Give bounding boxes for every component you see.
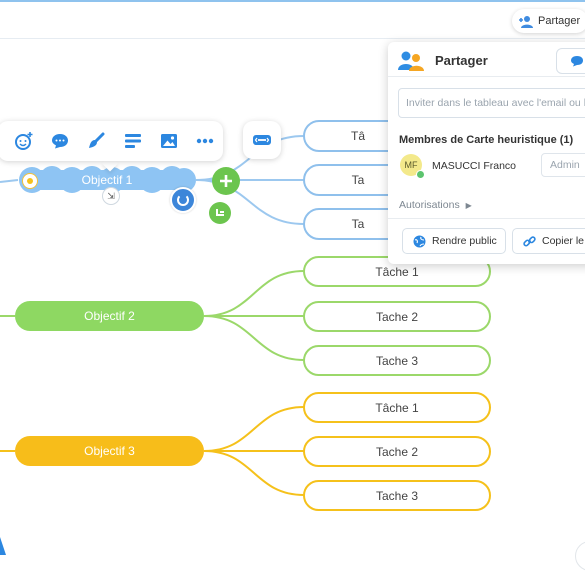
task-label: Tache 2 xyxy=(375,309,419,324)
corner-decoration xyxy=(0,537,6,555)
chat-button[interactable] xyxy=(556,48,585,74)
objective-label: Objectif 3 xyxy=(84,444,135,458)
globe-icon xyxy=(413,235,426,247)
online-status-dot xyxy=(416,170,425,179)
move-handle[interactable]: ⇲ xyxy=(102,187,120,205)
objective-node-2[interactable]: Objectif 2 xyxy=(15,301,204,331)
task-label: Tache 2 xyxy=(375,444,419,459)
task-label: Tâche 1 xyxy=(375,400,419,415)
panel-title: Partager xyxy=(435,53,488,68)
image-icon[interactable] xyxy=(155,127,183,155)
add-user-icon xyxy=(519,15,533,28)
task-label: Ta xyxy=(351,173,365,187)
chain-link-icon xyxy=(523,235,536,247)
more-icon[interactable] xyxy=(191,127,219,155)
make-public-button[interactable]: Rendre public xyxy=(402,228,506,254)
task-node[interactable]: Tache 2 xyxy=(303,436,491,467)
link-button[interactable] xyxy=(243,121,281,159)
chat-icon xyxy=(571,56,583,67)
invite-placeholder: Inviter dans le tableau avec l'email ou … xyxy=(406,97,585,109)
member-name: MASUCCI Franco xyxy=(432,160,517,172)
avatar-initials: MF xyxy=(404,160,418,170)
task-label: Tâ xyxy=(350,129,365,143)
copy-link-button[interactable]: Copier le xyxy=(512,228,585,254)
role-value: Admin xyxy=(550,159,580,171)
add-sibling-button[interactable] xyxy=(209,202,231,224)
chevron-right-icon: ▶ xyxy=(465,201,472,210)
objective-label: Objectif 2 xyxy=(84,309,135,323)
share-button-label: Partager xyxy=(538,15,581,27)
add-sibling-icon xyxy=(216,209,224,216)
task-label: Tache 3 xyxy=(375,488,419,503)
rotate-icon xyxy=(177,194,189,206)
task-node[interactable]: Tache 3 xyxy=(303,345,491,376)
task-label: Tache 3 xyxy=(375,353,419,368)
plus-icon xyxy=(220,175,232,187)
link-icon xyxy=(253,135,271,145)
task-node[interactable]: Tache 2 xyxy=(303,301,491,332)
permissions-toggle[interactable]: Autorisations ▶ xyxy=(399,199,472,211)
users-icon xyxy=(398,51,424,71)
task-label: Ta xyxy=(351,217,365,231)
share-panel: Partager Inviter dans le tableau avec l'… xyxy=(388,42,585,264)
make-public-label: Rendre public xyxy=(432,235,497,247)
objective-node-3[interactable]: Objectif 3 xyxy=(15,436,204,466)
task-node[interactable]: Tache 3 xyxy=(303,480,491,511)
emoji-add-icon[interactable] xyxy=(10,127,38,155)
resize-handle-left[interactable] xyxy=(22,173,38,189)
connect-handle[interactable] xyxy=(170,187,196,213)
permissions-label: Autorisations xyxy=(399,199,460,211)
sun-icon xyxy=(27,178,33,184)
task-node[interactable]: Tâche 1 xyxy=(303,392,491,423)
divider xyxy=(388,218,585,219)
divider xyxy=(388,76,585,77)
comment-icon[interactable] xyxy=(46,127,74,155)
copy-link-label: Copier le xyxy=(542,235,585,247)
add-child-button[interactable] xyxy=(212,167,240,195)
top-bar xyxy=(0,0,585,39)
role-select[interactable]: Admin xyxy=(541,153,585,177)
members-title: Membres de Carte heuristique (1) xyxy=(399,134,574,146)
collapse-icon: ⇲ xyxy=(107,190,115,201)
task-label: Tâche 1 xyxy=(375,264,419,279)
text-align-icon[interactable] xyxy=(119,127,147,155)
share-button[interactable]: Partager xyxy=(512,9,585,33)
objective-label: Objectif 1 xyxy=(81,173,133,187)
brush-icon[interactable] xyxy=(82,127,110,155)
invite-input[interactable]: Inviter dans le tableau avec l'email ou … xyxy=(398,88,585,118)
node-toolbar xyxy=(0,121,223,161)
